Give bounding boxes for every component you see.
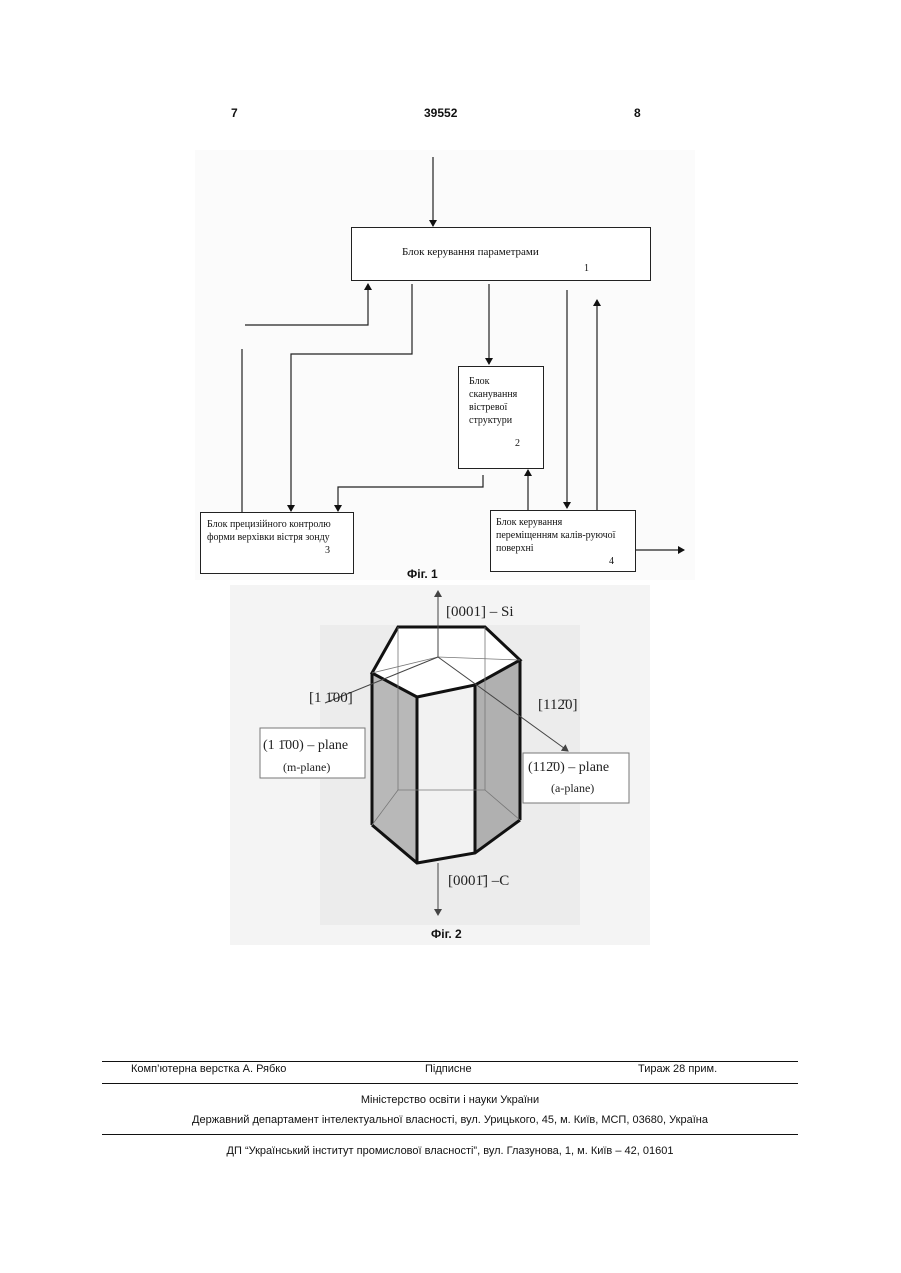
m-plane-label: (1 1̄00) – plane xyxy=(263,738,348,754)
a-plane-sublabel: (a-plane) xyxy=(551,781,594,796)
block-4-line-1: Блок керування xyxy=(496,516,562,529)
block-2-line-4: структури xyxy=(469,414,512,427)
block-3-precision-control: Блок прецизійного контролю форми верхівк… xyxy=(200,512,354,574)
figure-1-caption: Фіг. 1 xyxy=(407,567,438,581)
a-plane-label: (112̄0) – plane xyxy=(528,760,609,776)
direction-label-right: [112̄0] xyxy=(538,697,577,714)
footer-rule-bottom xyxy=(102,1134,798,1135)
block-2-line-3: вістревої xyxy=(469,401,507,414)
footer-circulation: Тираж 28 прим. xyxy=(638,1063,717,1075)
footer-rule-middle xyxy=(102,1083,798,1084)
figure-1-connectors xyxy=(0,0,901,600)
block-2-scanning: Блок сканування вістревої структури 2 xyxy=(458,366,544,469)
block-3-number: 3 xyxy=(325,544,330,557)
block-2-line-1: Блок xyxy=(469,375,489,388)
block-2-number: 2 xyxy=(515,437,520,450)
block-1-parameter-control: Блок керування параметрами 1 xyxy=(351,227,651,281)
axis-label-top: [0001] – Si xyxy=(446,604,514,621)
direction-label-left: [1 1̄00] xyxy=(309,690,353,707)
footer-rule-top xyxy=(102,1061,798,1062)
block-1-number: 1 xyxy=(584,262,589,275)
footer-institute: ДП “Український інститут промислової вла… xyxy=(102,1145,798,1157)
m-plane-sublabel: (m-plane) xyxy=(283,760,330,775)
block-3-line-2: форми верхівки вістря зонду xyxy=(207,531,330,544)
block-4-line-3: поверхні xyxy=(496,542,534,555)
block-4-line-2: переміщенням калів-руючої xyxy=(496,529,615,542)
block-3-line-1: Блок прецизійного контролю xyxy=(207,518,331,531)
footer-department: Державний департамент інтелектуальної вл… xyxy=(102,1114,798,1126)
footer-ministry: Міністерство освіти і науки України xyxy=(102,1094,798,1106)
footer-layout-credit: Комп’ютерна верстка А. Рябко xyxy=(131,1063,286,1075)
footer-signed: Підписне xyxy=(425,1063,472,1075)
block-4-number: 4 xyxy=(609,555,614,568)
figure-2-caption: Фіг. 2 xyxy=(431,927,462,941)
axis-label-bottom: [0001̄] –C xyxy=(448,873,509,890)
block-1-label: Блок керування параметрами xyxy=(402,246,539,259)
block-4-surface-control: Блок керування переміщенням калів-руючої… xyxy=(490,510,636,572)
block-2-line-2: сканування xyxy=(469,388,517,401)
